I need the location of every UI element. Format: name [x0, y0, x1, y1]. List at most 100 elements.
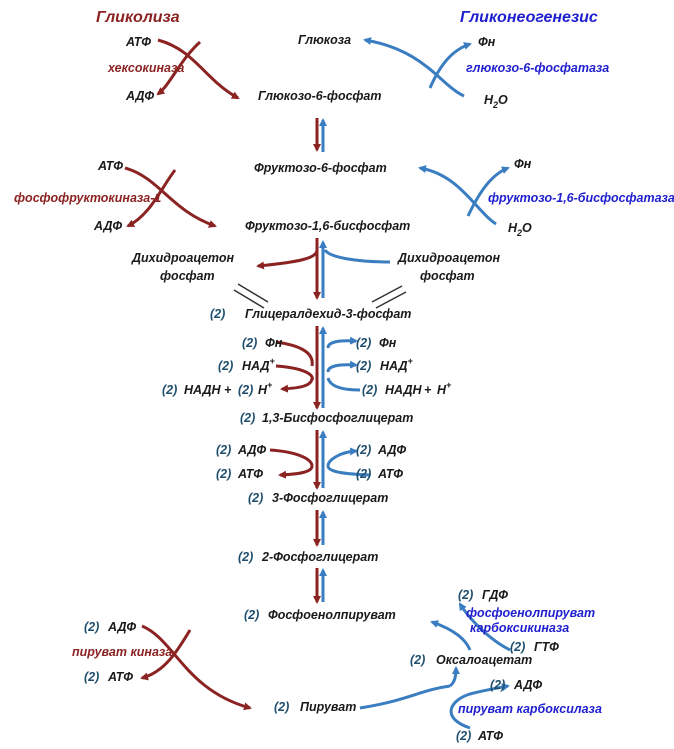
- gapdh-nad-left-coef: (2): [218, 359, 233, 373]
- gapdh-nad-in: [275, 364, 314, 381]
- pepck-side-arrow: [458, 602, 511, 652]
- gapdh-pi-right-coef: (2): [356, 336, 371, 350]
- pfk-main-arrow: [124, 166, 217, 228]
- pgk-atp-right-coef: (2): [356, 467, 371, 481]
- gapdh-nadh-right: НАДН: [385, 383, 423, 397]
- pc-main-arrow-a: [359, 684, 451, 710]
- gapdh-nadh-in: [326, 377, 361, 392]
- pg3-coef: (2): [248, 491, 263, 505]
- hexokinase-adp: АДФ: [125, 89, 154, 103]
- pfk-side-arrow: [126, 169, 177, 228]
- glycolysis-header: Гликолиза: [96, 9, 180, 26]
- gapdh-plus-right: +: [424, 383, 432, 397]
- pc-to-oaa-arrow: [448, 666, 460, 688]
- pc-enzyme: пируват карбоксилаза: [458, 702, 602, 716]
- gapdh-nad-right-coef: (2): [356, 359, 371, 373]
- pc-adp-coef: (2): [490, 678, 505, 692]
- gapdh-nad-right: НАД+: [380, 356, 414, 373]
- fbpase-enzyme: фруктозо-1,6-бисфосфатаза: [488, 191, 674, 205]
- pk-atp: АТФ: [107, 670, 133, 684]
- hexokinase-main-arrow: [157, 38, 240, 100]
- pk-adp: АДФ: [107, 620, 136, 634]
- dhap-left-line1: Дихидроацетон: [131, 251, 234, 265]
- dhap-left-line2: фосфат: [160, 269, 215, 283]
- hexokinase-atp: АТФ: [125, 35, 151, 49]
- gapdh-nadh-left-coef: (2): [162, 383, 177, 397]
- pgk-adp-left: АДФ: [237, 443, 266, 457]
- pepck-gtp-coef: (2): [510, 640, 525, 654]
- oaa-label: Оксалоацетат: [436, 653, 532, 667]
- gapdh-nadh-right-coef: (2): [362, 383, 377, 397]
- dhap-right-line2: фосфат: [420, 269, 475, 283]
- gapdh-nadh-out: [280, 377, 314, 393]
- gapdh-nad-out: [326, 360, 358, 373]
- gapdh-h-right: H+: [437, 380, 452, 397]
- g6pase-pi: Фн: [478, 35, 496, 49]
- bpg13-label: 1,3-Бисфосфоглицерат: [262, 411, 413, 425]
- gapdh-pi-in: [275, 340, 314, 367]
- pc-atp: АТФ: [477, 729, 503, 743]
- gapdh-nad-left: НАД+: [242, 356, 276, 373]
- pgk-atp-left: АТФ: [237, 467, 263, 481]
- tpi-eq-left-b: [233, 289, 265, 309]
- gapdh-nadh-left: НАДН: [184, 383, 222, 397]
- gapdh-plus-left: +: [224, 383, 232, 397]
- pgk-atp-right: АТФ: [377, 467, 403, 481]
- fbpase-pi: Фн: [514, 157, 532, 171]
- pgk-adp-right: АДФ: [377, 443, 406, 457]
- gapdh-pi-right: Фн: [379, 336, 397, 350]
- pgk-atp-left-coef: (2): [216, 467, 231, 481]
- pfk-atp: АТФ: [97, 159, 123, 173]
- fbpase-side-arrow: [466, 166, 510, 217]
- gapdh-h-left: H+: [258, 380, 273, 397]
- pgk-left-loop: [269, 448, 314, 479]
- gapdh-pi-out: [326, 336, 358, 349]
- aldolase-to-dhap-arrow: [256, 238, 319, 270]
- oaa-coef: (2): [410, 653, 425, 667]
- g3p-coef: (2): [210, 307, 225, 321]
- g3p-label: Глицералдехид-3-фосфат: [245, 307, 411, 321]
- pepck-gdp: ГДФ: [482, 588, 508, 602]
- tpi-eq-right-b: [375, 291, 407, 309]
- pk-atp-coef: (2): [84, 670, 99, 684]
- pc-adp: АДФ: [513, 678, 542, 692]
- glucose-label: Глюкоза: [298, 33, 351, 47]
- tpi-eq-left-a: [237, 283, 269, 303]
- f6p-label: Фруктозо-6-фосфат: [254, 161, 387, 175]
- pyruvate-label: Пируват: [300, 700, 356, 714]
- pepck-gtp: ГТФ: [534, 640, 559, 654]
- pepck-main-arrow: [430, 620, 472, 651]
- pc-cofactor-arrow: [449, 683, 510, 730]
- pep-label: Фосфоенолпируват: [268, 608, 396, 622]
- g6pase-side-arrow: [428, 42, 472, 89]
- fbpase-water: H2O: [508, 221, 532, 238]
- tpi-eq-right-a: [371, 285, 403, 303]
- pg3-label: 3-Фосфоглицерат: [272, 491, 388, 505]
- g6pase-water: H2O: [484, 93, 508, 110]
- pc-atp-coef: (2): [456, 729, 471, 743]
- pepck-gdp-coef: (2): [458, 588, 473, 602]
- pepck-enzyme-line2: карбоксикиназа: [470, 621, 569, 635]
- pep-coef: (2): [244, 608, 259, 622]
- pepck-enzyme-line1: фосфоенолпируват: [466, 606, 595, 620]
- bpg13-coef: (2): [240, 411, 255, 425]
- pgk-right-loop: [326, 447, 371, 477]
- pk-enzyme: пируват киназа: [72, 645, 172, 659]
- gapdh-pi-left-coef: (2): [242, 336, 257, 350]
- hexokinase-side-arrow: [156, 40, 202, 96]
- pk-adp-coef: (2): [84, 620, 99, 634]
- g6pase-enzyme: глюкозо-6-фосфатаза: [466, 61, 609, 75]
- pk-main-arrow: [141, 624, 252, 711]
- pfk-enzyme: фосфофруктокиназа-1: [14, 191, 161, 205]
- pgk-adp-left-coef: (2): [216, 443, 231, 457]
- pk-side-arrow: [140, 629, 192, 681]
- pyruvate-coef: (2): [274, 700, 289, 714]
- gapdh-pi-left: Фн: [265, 336, 283, 350]
- gapdh-h-left-coef: (2): [238, 383, 253, 397]
- aldolase-dhap-merge: [323, 248, 391, 264]
- g6pase-main-arrow: [363, 37, 465, 98]
- pg2-label: 2-Фосфоглицерат: [261, 550, 378, 564]
- g6p-label: Глюкозо-6-фосфат: [258, 89, 382, 103]
